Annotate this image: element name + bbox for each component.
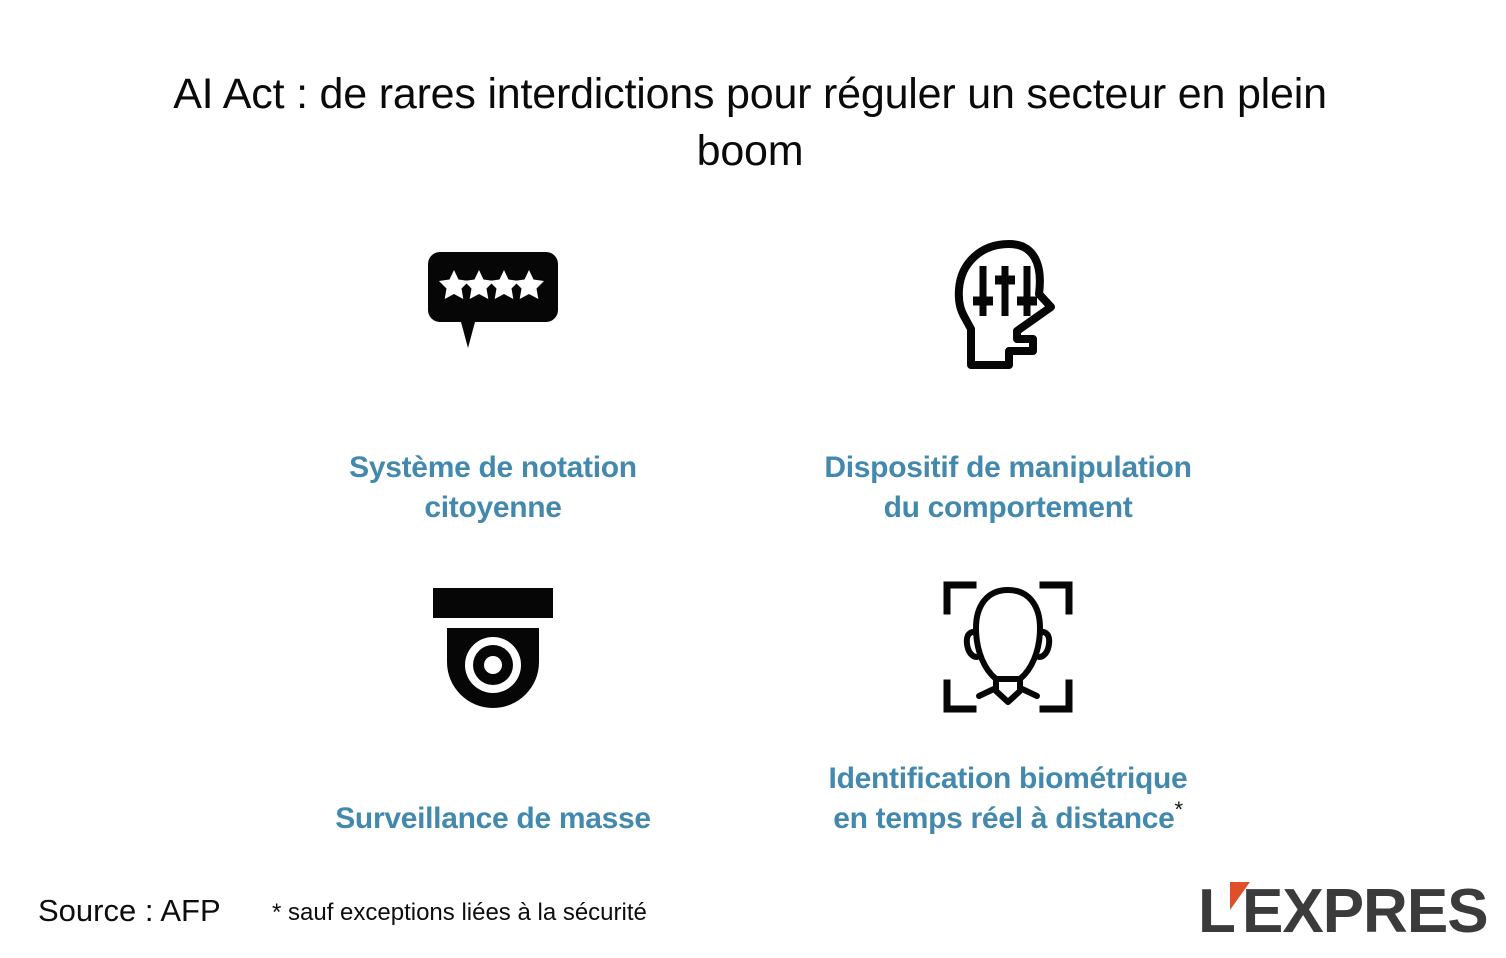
- card-systeme-de-notation-citoyenne: Système de notation citoyenne: [253, 232, 733, 528]
- card-label: Identification biométrique en temps réel…: [768, 759, 1248, 839]
- speech-bubble-stars-icon: [253, 232, 733, 382]
- card-label-text: Surveillance de masse: [335, 801, 651, 835]
- prohibitions-grid: Système de notation citoyenne: [253, 232, 1263, 852]
- footnote-marker: *: [1174, 796, 1184, 822]
- face-scan-icon: [768, 572, 1248, 722]
- card-label: Surveillance de masse: [253, 759, 733, 839]
- svg-text:L: L: [1198, 877, 1235, 939]
- source-credit: Source : AFP: [38, 893, 221, 928]
- card-label: Système de notation citoyenne: [253, 408, 733, 528]
- card-surveillance-de-masse: Surveillance de masse: [253, 572, 733, 839]
- card-label-text: Système de notation citoyenne: [349, 450, 637, 524]
- head-with-sliders-icon: [768, 232, 1248, 382]
- logo-apostrophe-triangle: [1230, 882, 1250, 910]
- page-title: AI Act : de rares interdictions pour rég…: [173, 70, 1327, 175]
- card-label: Dispositif de manipulation du comporteme…: [768, 408, 1248, 528]
- dome-security-camera-icon: [253, 572, 733, 722]
- card-identification-biometrique: Identification biométrique en temps réel…: [768, 572, 1248, 839]
- lexpress-logo[interactable]: L EXPRESS: [1198, 877, 1488, 939]
- card-label-text: Dispositif de manipulation du comporteme…: [824, 450, 1192, 524]
- footnote-text: * sauf exceptions liées à la sécurité: [272, 899, 647, 926]
- card-label-text: Identification biométrique en temps réel…: [828, 762, 1188, 835]
- svg-text:EXPRESS: EXPRESS: [1242, 877, 1488, 939]
- card-dispositif-de-manipulation-du-comportement: Dispositif de manipulation du comporteme…: [768, 232, 1248, 528]
